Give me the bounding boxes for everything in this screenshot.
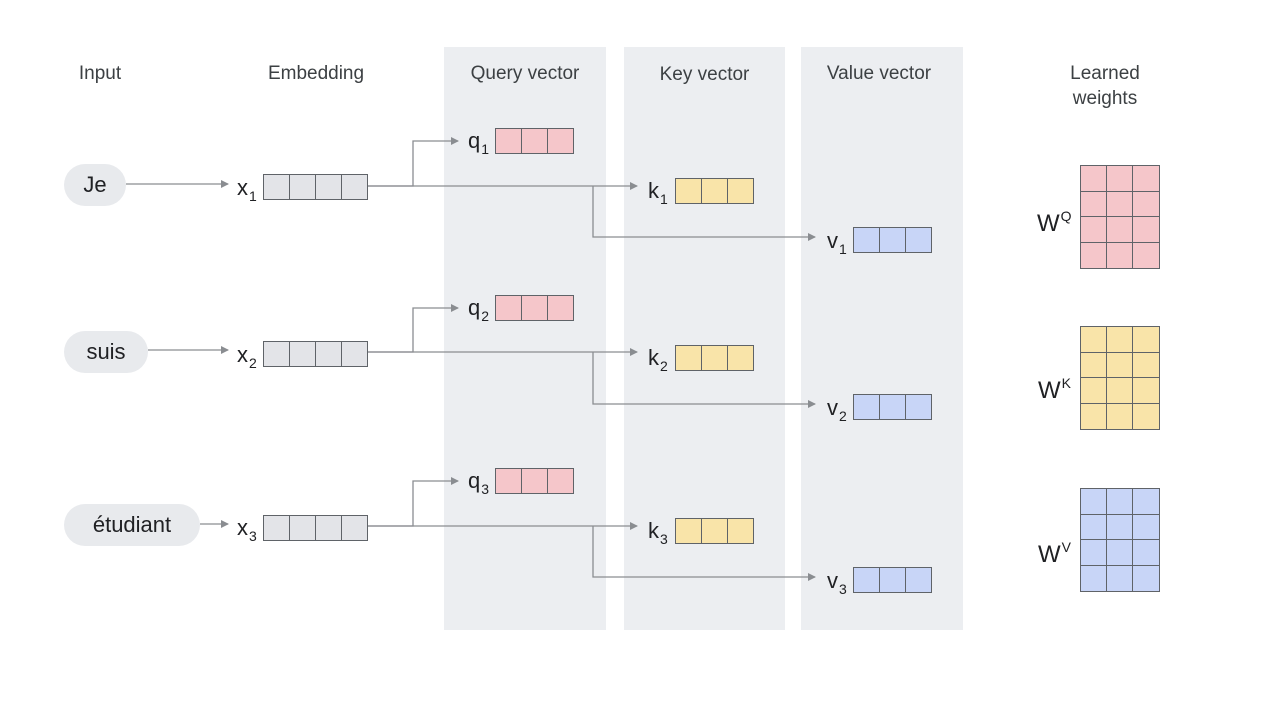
query-label-1: q1 [468,128,490,157]
embedding-label-3: x3 [237,515,257,544]
embedding-vector-1 [263,174,368,200]
key-vector-2 [675,345,754,371]
key-label-2: k2 [648,345,668,374]
query-label-2: q2 [468,295,490,324]
key-label-1: k1 [648,178,668,207]
header-learned-weights: Learned weights [1070,63,1140,109]
weight-label-query: WQ [1037,208,1072,237]
embedding-to-query-arrow-2 [368,304,459,353]
query-vector-1 [495,128,574,154]
header-input: Input [78,63,122,84]
weight-label-value: WV [1038,539,1071,568]
value-vector-2 [853,394,932,420]
header-key-vector: Key vector [659,64,750,85]
embedding-to-value-arrow-2 [592,352,816,408]
key-label-3: k3 [648,518,668,547]
key-vector-3 [675,518,754,544]
embedding-label-1: x1 [237,175,257,204]
header-embedding: Embedding [267,63,365,84]
embedding-to-value-arrow-3 [592,526,816,581]
query-vector-3 [495,468,574,494]
embedding-vector-3 [263,515,368,541]
embedding-to-value-arrow-1 [592,186,816,241]
embedding-label-2: x2 [237,342,257,371]
input-token-2: suis [64,331,148,373]
embedding-to-query-arrow-3 [368,477,459,527]
embedding-vector-2 [263,341,368,367]
header-query-vector: Query vector [470,63,580,84]
value-vector-1 [853,227,932,253]
query-weight-matrix [1080,165,1160,269]
query-label-3: q3 [468,468,490,497]
value-label-2: v2 [827,395,847,424]
value-weight-matrix [1080,488,1160,592]
weight-label-key: WK [1038,375,1071,404]
embedding-to-query-arrow-1 [368,137,459,187]
header-value-vector: Value vector [826,63,932,84]
query-vector-2 [495,295,574,321]
value-label-1: v1 [827,228,847,257]
key-vector-1 [675,178,754,204]
input-token-3: étudiant [64,504,200,546]
input-token-1: Je [64,164,126,206]
value-label-3: v3 [827,568,847,597]
key-weight-matrix [1080,326,1160,430]
value-column-background [801,47,963,630]
value-vector-3 [853,567,932,593]
